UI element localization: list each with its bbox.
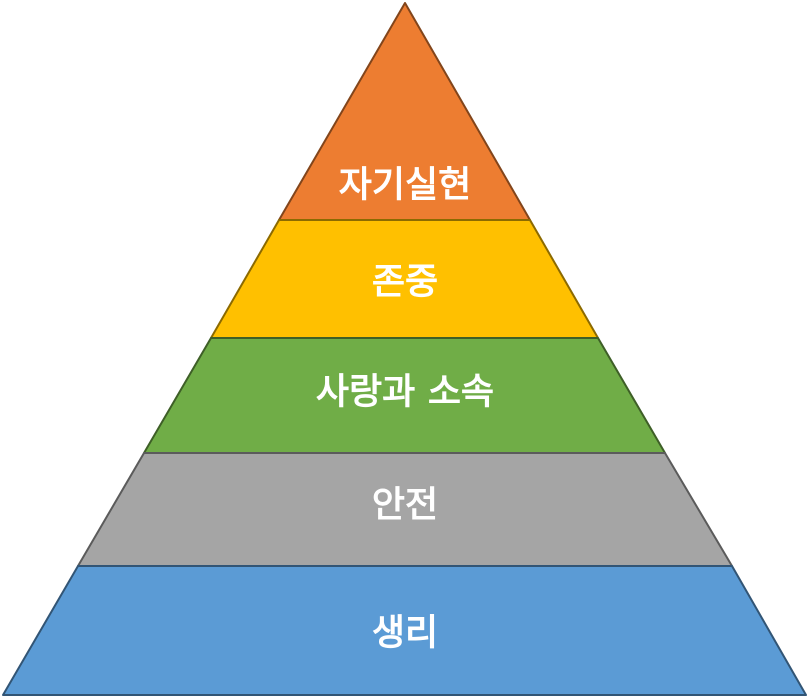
level-physiological-shape bbox=[2, 565, 807, 696]
level-safety-label: 안전 bbox=[372, 485, 438, 526]
level-self-actualization-label: 자기실현 bbox=[339, 165, 471, 206]
level-love-belonging-label: 사랑과 소속 bbox=[316, 372, 494, 413]
level-physiological-label: 생리 bbox=[372, 613, 438, 654]
level-esteem-label: 존중 bbox=[372, 262, 438, 303]
